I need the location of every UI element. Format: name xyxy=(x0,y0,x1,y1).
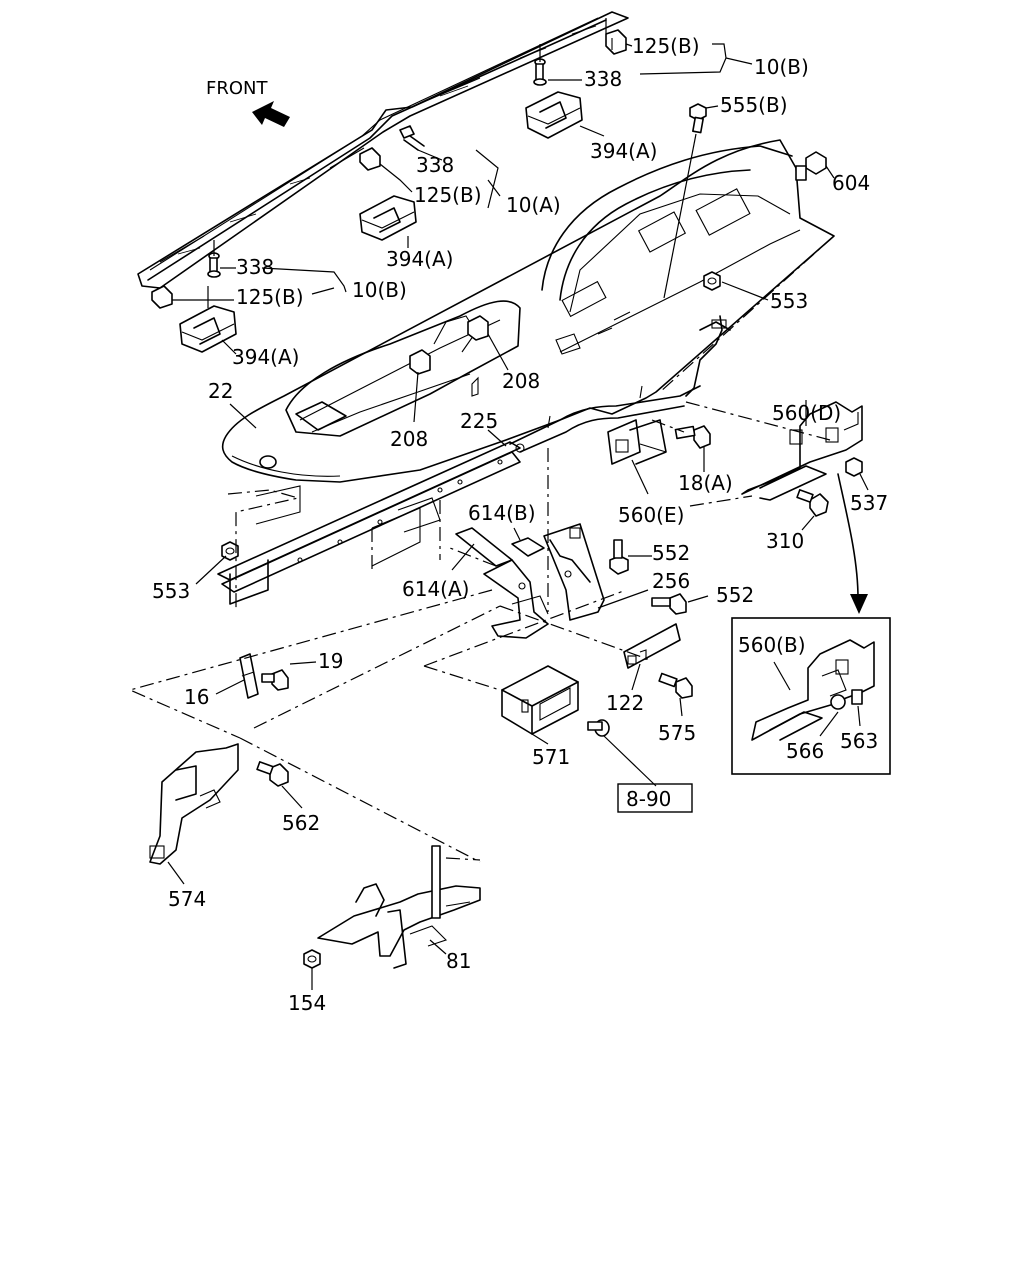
bracket-394a-mid xyxy=(359,195,417,241)
nut-553-right xyxy=(703,271,721,291)
bolt-19 xyxy=(261,669,289,691)
clip-604 xyxy=(795,151,827,181)
label-537: 537 xyxy=(850,491,888,515)
label-562: 562 xyxy=(282,811,320,835)
label-208-bottom: 208 xyxy=(390,427,428,451)
label-552-right: 552 xyxy=(716,583,754,607)
nut-537 xyxy=(845,457,863,477)
label-563: 563 xyxy=(840,729,878,753)
screw-338-top xyxy=(533,58,547,86)
label-553-left: 553 xyxy=(152,579,190,603)
label-310: 310 xyxy=(766,529,804,553)
label-125b-mid: 125(B) xyxy=(414,183,482,207)
label-571: 571 xyxy=(532,745,570,769)
label-208-top: 208 xyxy=(502,369,540,393)
nut-553-left xyxy=(221,541,239,561)
label-555b: 555(B) xyxy=(720,93,788,117)
front-arrow-icon xyxy=(252,101,290,127)
label-125b-left: 125(B) xyxy=(236,285,304,309)
label-553-right: 553 xyxy=(770,289,808,313)
stay-614a xyxy=(455,527,513,567)
label-16: 16 xyxy=(184,685,209,709)
screw-571 xyxy=(587,719,610,737)
label-614b: 614(B) xyxy=(468,501,536,525)
label-394a-mid: 394(A) xyxy=(386,247,453,271)
label-604: 604 xyxy=(832,171,870,195)
label-10a: 10(A) xyxy=(506,193,561,217)
label-81: 81 xyxy=(446,949,471,973)
label-10b-left: 10(B) xyxy=(352,278,407,302)
label-256: 256 xyxy=(652,569,690,593)
screw-338-mid xyxy=(399,125,425,151)
nut-154 xyxy=(303,949,321,969)
screw-338-left xyxy=(207,252,221,278)
label-574: 574 xyxy=(168,887,206,911)
label-560d: 560(D) xyxy=(772,401,841,425)
label-10b-top: 10(B) xyxy=(754,55,809,79)
label-394a-left: 394(A) xyxy=(232,345,299,369)
bolt-562 xyxy=(256,761,289,787)
stay-614b xyxy=(511,537,545,557)
label-560e: 560(E) xyxy=(618,503,684,527)
bracket-574 xyxy=(149,743,239,865)
clip-125b-left xyxy=(151,285,173,309)
relay-bracket-122 xyxy=(623,623,681,669)
label-552-top: 552 xyxy=(652,541,690,565)
bolt-18a xyxy=(674,425,711,449)
instrument-panel-22 xyxy=(221,139,835,483)
label-338-top: 338 xyxy=(584,67,622,91)
detail-callout-arrow xyxy=(837,473,859,599)
label-19: 19 xyxy=(318,649,343,673)
label-566: 566 xyxy=(786,739,824,763)
label-338-mid: 338 xyxy=(416,153,454,177)
clip-125b-mid xyxy=(359,147,381,171)
label-18a: 18(A) xyxy=(678,471,733,495)
bolt-310 xyxy=(796,489,829,517)
clip-208-lower xyxy=(409,349,431,375)
label-22: 22 xyxy=(208,379,233,403)
label-125b-top: 125(B) xyxy=(632,34,700,58)
bracket-394a-top xyxy=(525,91,583,139)
clip-125b-top xyxy=(605,29,627,55)
detail-box-560b xyxy=(731,617,891,775)
washer-566 xyxy=(830,694,846,710)
module-571 xyxy=(501,665,579,735)
reference-box-label: 8-90 xyxy=(626,787,671,811)
label-394a-top: 394(A) xyxy=(590,139,657,163)
bolt-575 xyxy=(658,672,693,699)
bracket-560d xyxy=(741,401,863,501)
bracket-16 xyxy=(239,653,259,699)
cross-member-225 xyxy=(217,315,731,605)
label-614a: 614(A) xyxy=(402,577,469,601)
bracket-560e xyxy=(607,419,667,465)
bracket-81 xyxy=(317,845,481,969)
clip-563 xyxy=(851,689,863,705)
leader-lines xyxy=(167,43,869,990)
label-338-left: 338 xyxy=(236,255,274,279)
label-575: 575 xyxy=(658,721,696,745)
label-122: 122 xyxy=(606,691,644,715)
defroster-garnish-10 xyxy=(137,11,629,289)
label-154: 154 xyxy=(288,991,326,1015)
bolt-552-upper xyxy=(609,539,629,575)
clip-208-upper xyxy=(467,315,489,341)
reference-box xyxy=(617,783,693,813)
label-560b: 560(B) xyxy=(738,633,806,657)
bolt-555b xyxy=(663,103,707,299)
bolt-552-lower xyxy=(651,593,687,615)
front-direction-label: FRONT xyxy=(206,78,268,99)
label-225: 225 xyxy=(460,409,498,433)
